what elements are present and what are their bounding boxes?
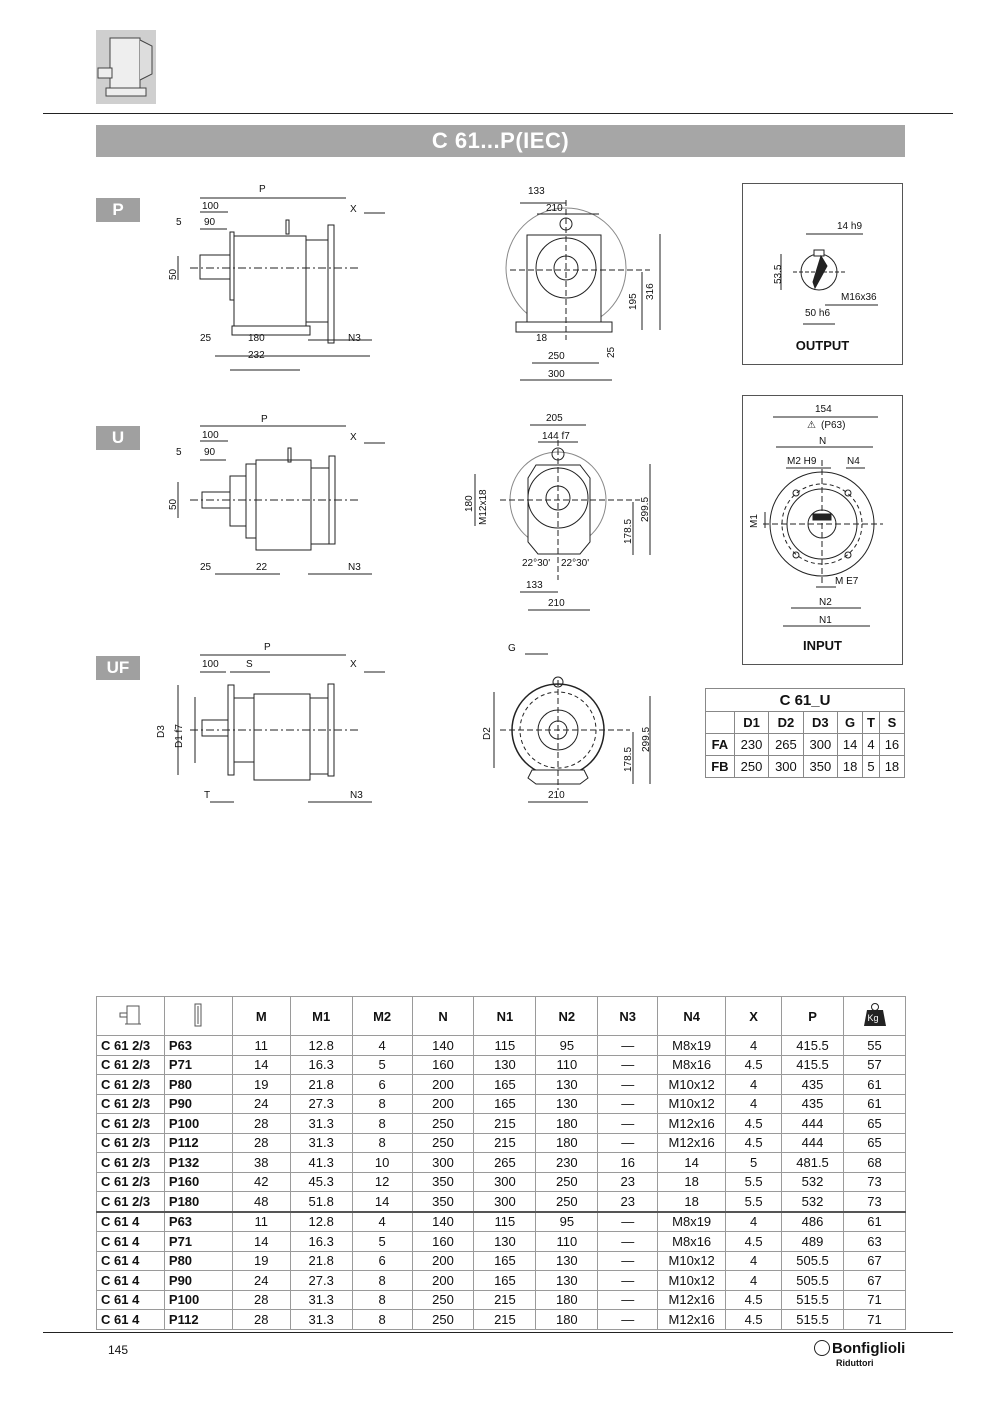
gearbox-front-drawing-icon [505, 200, 661, 381]
page-title: C 61...P(IEC) [96, 125, 905, 157]
input-flange-drawing-icon [763, 416, 883, 627]
flange-icon [163, 996, 233, 1036]
input-label: INPUT [803, 638, 842, 653]
table-row: FA 230 265 300 14 4 16 [705, 733, 906, 756]
drawing-u-side: P 100 5 90 X 50 25 22 N3 [160, 410, 390, 590]
drawing-uf-front: G D2 178.5 299.5 210 [470, 640, 670, 810]
weight-kg-icon: Kg [843, 996, 906, 1036]
gearbox-side-drawing-icon [177, 197, 385, 371]
table-row: FB 250 300 350 18 5 18 [705, 755, 906, 778]
view-tag-p: P [96, 198, 140, 222]
gearbox-icon [96, 996, 165, 1036]
drawing-uf-side: P 100 S X D3 D1 f7 T N3 [150, 640, 390, 810]
gearbox-side-drawing-icon [177, 425, 385, 575]
gearbox-side-drawing-icon [177, 654, 385, 803]
input-flange-box: 154 ⚠ (P63) N M2 H9 N4 M1 M E7 N2 N1 INP… [742, 395, 903, 665]
gearbox-sketch-icon [97, 37, 153, 97]
drawing-p-side: P 100 5 90 X 50 25 180 232 N3 [160, 180, 390, 380]
output-shaft-box: 14 h9 53.5 M16x36 50 h6 OUTPUT [742, 183, 903, 365]
brand-subtitle: Riduttori [836, 1358, 874, 1368]
warning-icon: ⚠ [807, 420, 816, 431]
footer-rule [43, 1332, 953, 1333]
page-number: 145 [108, 1343, 129, 1357]
gearbox-front-drawing-icon [493, 653, 651, 803]
drawing-u-front: 205 144 f7 180 M12x18 178.5 299.5 22°30'… [460, 410, 670, 615]
brand-name: Bonfiglioli [832, 1340, 906, 1357]
drawing-p-front: 133 210 316 195 18 25 250 300 [500, 180, 670, 385]
view-tag-u: U [96, 426, 140, 450]
flange-dimensions-table: C 61_U D1 D2 D3 G T S FA 230 265 300 14 … [705, 688, 906, 778]
gear-reducer-thumbnail [96, 30, 156, 104]
view-tag-uf: UF [96, 656, 140, 680]
header-rule [43, 113, 953, 114]
output-label: OUTPUT [795, 338, 850, 353]
output-shaft-drawing-icon [780, 233, 878, 325]
gearbox-front-drawing-icon [474, 424, 651, 611]
flange-table-caption: C 61_U [705, 688, 905, 712]
bonfiglioli-logo-icon [814, 1340, 830, 1356]
